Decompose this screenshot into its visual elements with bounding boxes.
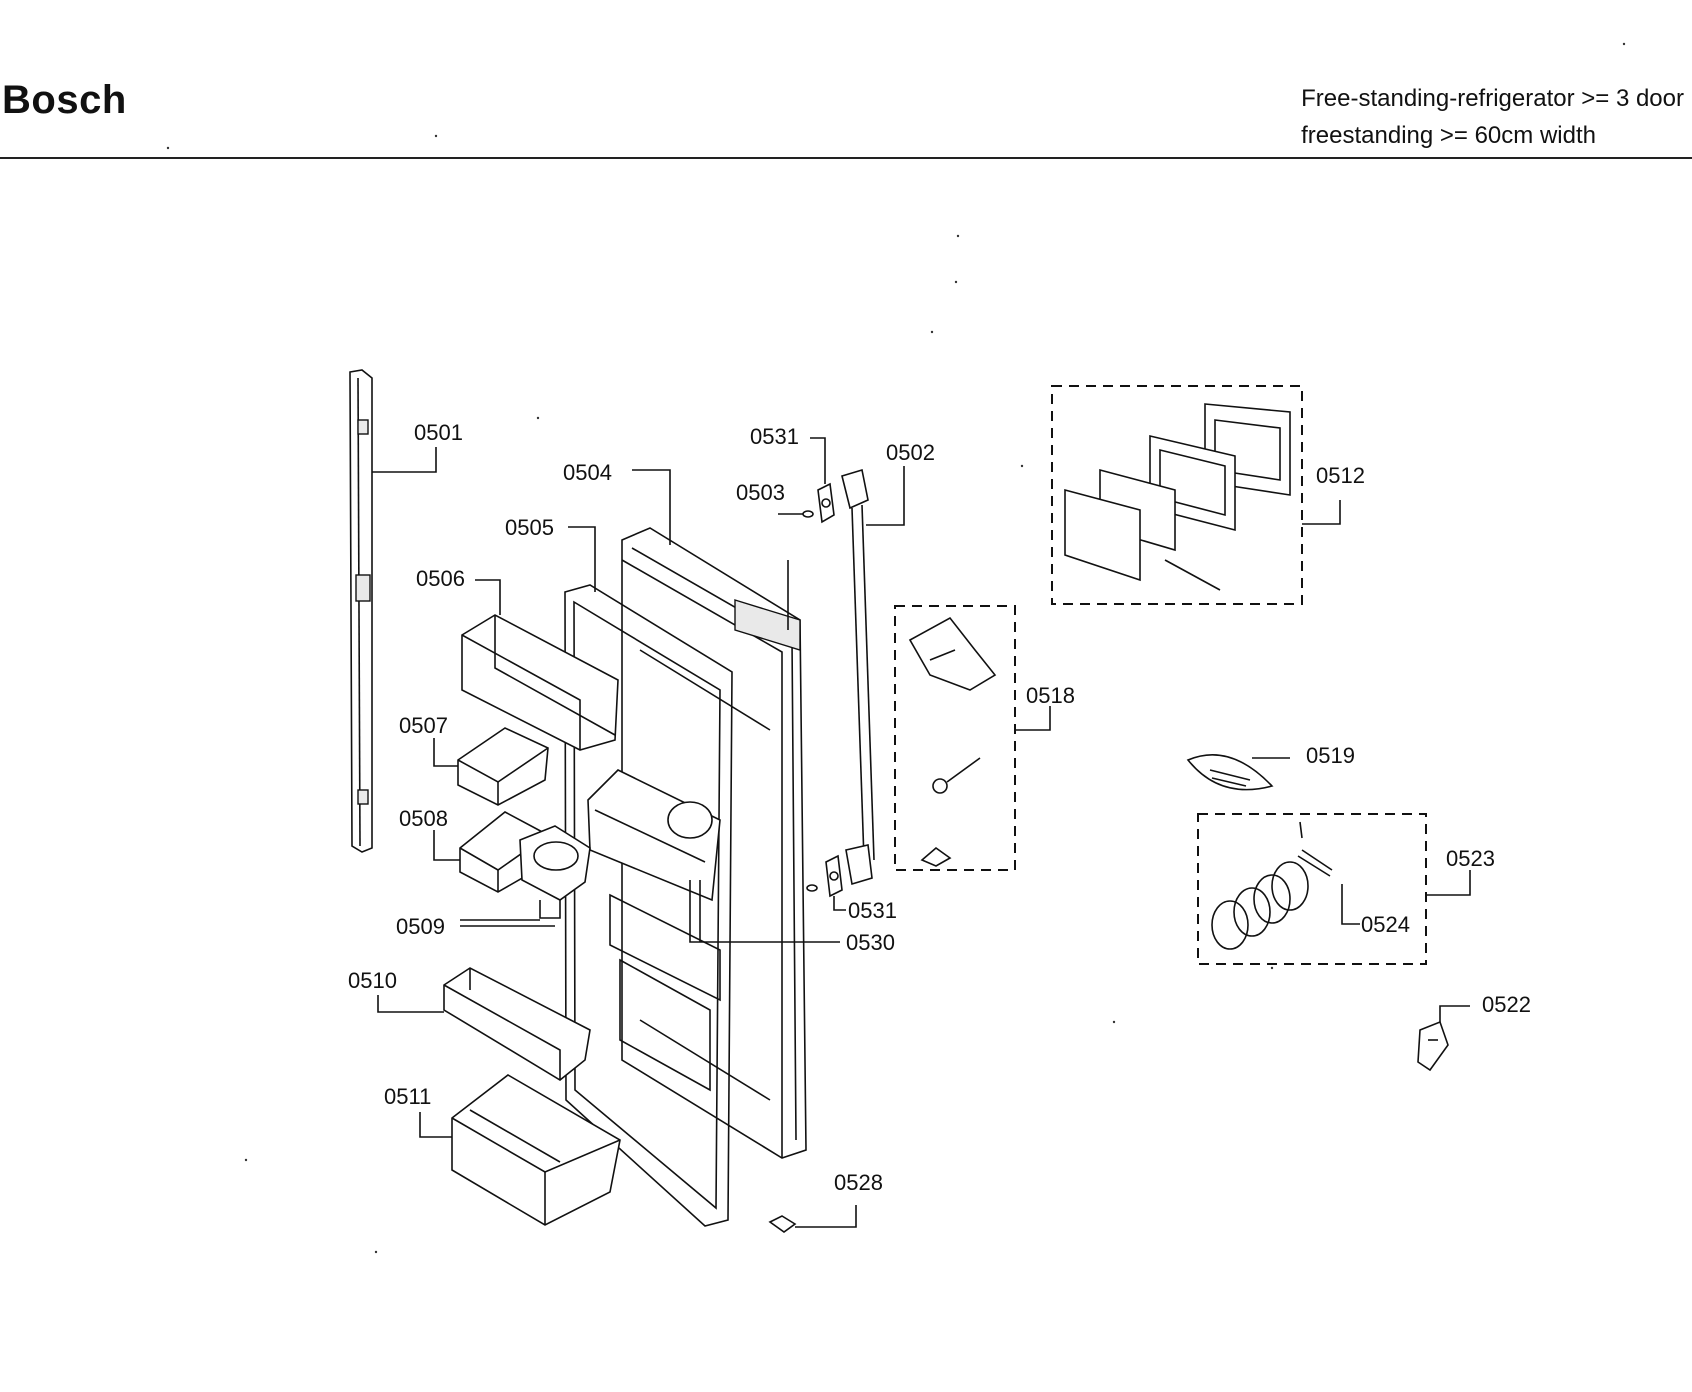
category-line-2: freestanding >= 60cm width: [1301, 122, 1596, 149]
part-door-liner: [587, 769, 721, 1092]
part-0510-door-bin: [443, 967, 591, 1081]
label-0502: 0502: [886, 440, 935, 465]
leader-0505: [568, 526, 596, 592]
leader-0531-bottom: [833, 896, 846, 911]
category-description: Free-standing-refrigerator >= 3 door fre…: [1301, 80, 1684, 154]
label-0531-bottom: 0531: [848, 898, 897, 923]
part-0522-switch: [1417, 1020, 1449, 1072]
label-0506: 0506: [416, 566, 465, 591]
leader-0507: [433, 738, 458, 767]
leader-0523: [1426, 870, 1471, 896]
label-0523: 0523: [1446, 846, 1495, 871]
label-0507: 0507: [399, 713, 448, 738]
header-divider: [0, 157, 1692, 159]
leader-0502: [866, 466, 905, 526]
leader-0524: [1341, 884, 1360, 925]
part-0518-dispenser-components: [908, 616, 997, 867]
part-0523-light-assembly: [1211, 821, 1333, 950]
part-0501-hinge-strip: [349, 369, 373, 853]
part-0519-grille: [1186, 753, 1274, 791]
part-0505-door-gasket: [564, 584, 733, 1227]
part-0503-screw: [802, 510, 814, 518]
leader-0528: [795, 1205, 857, 1228]
leader-0530: [689, 880, 840, 943]
label-0530: 0530: [846, 930, 895, 955]
category-line-1: Free-standing-refrigerator >= 3 door: [1301, 85, 1684, 112]
brand-title: Bosch: [2, 78, 127, 122]
part-0511-large-bin: [451, 1074, 621, 1226]
part-0507-small-tray: [457, 727, 549, 806]
leader-0506: [475, 579, 501, 615]
label-0501: 0501: [414, 420, 463, 445]
part-0509-dispenser-funnel: [519, 825, 591, 919]
label-0531-top: 0531: [750, 424, 799, 449]
label-0511: 0511: [384, 1084, 431, 1109]
label-0524: 0524: [1361, 912, 1410, 937]
label-0508: 0508: [399, 806, 448, 831]
label-0510: 0510: [348, 968, 397, 993]
part-0531-bracket-top: [817, 482, 835, 524]
label-0512: 0512: [1316, 463, 1365, 488]
leader-0501: [372, 447, 437, 473]
part-0506-door-bin: [461, 614, 619, 751]
scan-noise-dots: [166, 42, 1626, 1254]
label-0528: 0528: [834, 1170, 883, 1195]
leader-0509: [460, 919, 555, 927]
group-0518-outline: [894, 605, 1016, 871]
leader-0508: [433, 830, 460, 861]
label-0505: 0505: [505, 515, 554, 540]
leader-0531-top: [810, 437, 826, 484]
part-0502-door-handle: [841, 468, 875, 886]
label-0509: 0509: [396, 914, 445, 939]
leader-0518: [1015, 706, 1051, 731]
leader-0510: [377, 995, 444, 1013]
part-0512-control-panel: [1064, 403, 1291, 591]
part-0528-clip: [768, 1215, 797, 1233]
leader-0512: [1302, 500, 1341, 525]
leader-0511: [419, 1112, 452, 1138]
label-0518: 0518: [1026, 683, 1075, 708]
group-0512-outline: [1051, 385, 1303, 605]
group-0523-outline: [1197, 813, 1427, 965]
leader-0522: [1439, 1005, 1470, 1022]
label-0504: 0504: [563, 460, 612, 485]
label-0503: 0503: [736, 480, 785, 505]
part-0531-bracket-bottom: [806, 854, 843, 898]
label-0519: 0519: [1306, 743, 1355, 768]
label-0522: 0522: [1482, 992, 1531, 1017]
leader-0504: [632, 469, 671, 545]
